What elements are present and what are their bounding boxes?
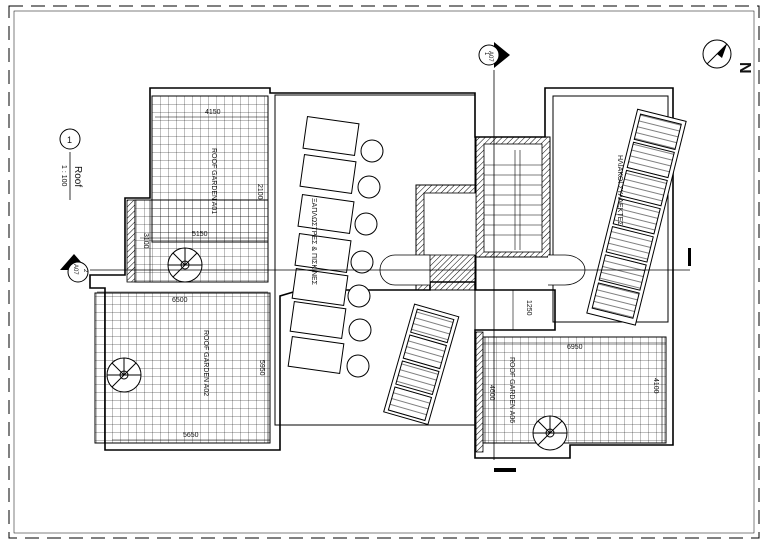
dim-text-6500: 6500 — [172, 297, 188, 304]
view-title: Roof — [72, 166, 83, 187]
section-marker-north: 1 A07 — [478, 42, 510, 68]
dimension-lines — [97, 100, 666, 443]
dim-text-5950: 5950 — [258, 360, 265, 376]
svg-text:1: 1 — [483, 52, 489, 56]
svg-text:2100: 2100 — [256, 184, 263, 200]
svg-text:6950: 6950 — [567, 344, 583, 351]
room-label-solar-panels: ΗΛΙΑΚΟΙ ΣΥΛΛΕΚΤΕΣ — [616, 155, 623, 226]
svg-text:6500: 6500 — [172, 297, 188, 304]
round-tables — [346, 139, 384, 378]
dim-text-1250: 1250 — [525, 300, 532, 316]
north-label: N — [736, 62, 753, 74]
dim-text-5650: 5650 — [183, 432, 199, 439]
dim-text-4600: 4600 — [488, 385, 495, 401]
solar-panel-area — [552, 95, 669, 323]
svg-text:2: 2 — [82, 269, 88, 273]
dim-text-4150: 4150 — [205, 109, 221, 116]
svg-text:1: 1 — [67, 135, 72, 145]
spiral-stair-a06 — [532, 415, 568, 451]
dim-text-6950: 6950 — [567, 344, 583, 351]
stair-core — [379, 136, 586, 291]
svg-text:4600: 4600 — [488, 385, 495, 401]
svg-text:5650: 5650 — [183, 432, 199, 439]
svg-text:3100: 3100 — [142, 233, 149, 249]
room-label-roof-garden-a02: ROOF GARDEN A02 — [202, 330, 209, 396]
svg-text:4150: 4150 — [205, 109, 221, 116]
solar-panels-right — [586, 108, 687, 326]
svg-text:A07: A07 — [487, 51, 493, 62]
dim-text-2100: 2100 — [256, 184, 263, 200]
sunbeds — [287, 115, 360, 375]
dim-text-4100: 4100 — [652, 378, 659, 394]
north-arrow-icon: N — [702, 39, 753, 74]
room-label-sunbeds-area: ΞΑΠΛΩΣΤΡΕΣ & ΠΙΣΚΙΝΕΣ — [310, 198, 317, 286]
section-cut-mark-south — [494, 468, 516, 472]
dim-text-3100: 3100 — [142, 233, 149, 249]
spiral-stair-a01 — [167, 247, 203, 283]
section-marker-west: 2 A07 — [60, 254, 89, 283]
view-scale: 1 : 100 — [60, 165, 67, 187]
svg-text:4100: 4100 — [652, 378, 659, 394]
spiral-stair-a02 — [106, 357, 142, 393]
roof-garden-a06 — [475, 331, 667, 453]
section-cut-mark-east — [688, 248, 691, 266]
svg-text:5950: 5950 — [258, 360, 265, 376]
dim-text-5150: 5150 — [192, 231, 208, 238]
svg-text:5150: 5150 — [192, 231, 208, 238]
svg-text:1250: 1250 — [525, 300, 532, 316]
room-label-roof-garden-a06: ROOF GARDEN A06 — [508, 357, 515, 423]
solar-panels-center — [383, 303, 460, 426]
room-label-roof-garden-a01: ROOF GARDEN A01 — [210, 148, 217, 214]
view-title-block: 1 Roof 1 : 100 — [59, 128, 83, 200]
inner-border — [13, 10, 755, 534]
svg-text:A07: A07 — [72, 264, 78, 275]
section-lines — [90, 70, 690, 460]
sheet-border — [8, 5, 760, 539]
